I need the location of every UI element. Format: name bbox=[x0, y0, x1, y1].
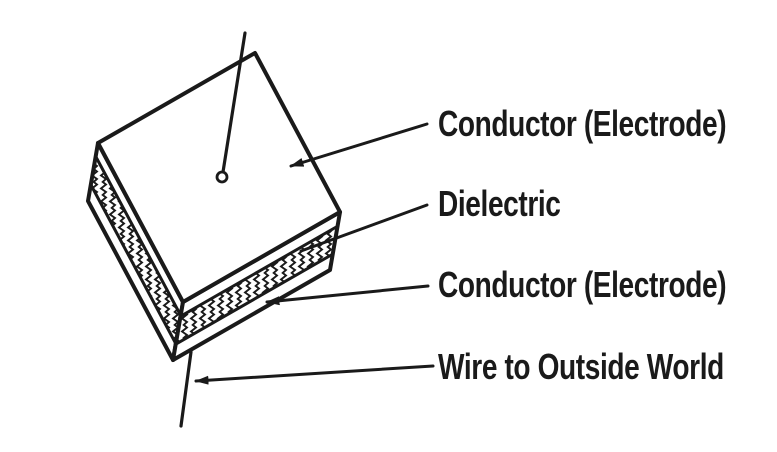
wire-terminal-circle bbox=[215, 170, 229, 184]
wire-upper-segment bbox=[221, 31, 247, 174]
label-dielectric: Dielectric bbox=[438, 183, 561, 224]
dielectric-bottom-boundary bbox=[89, 184, 334, 347]
dielectric-hatch-left bbox=[91, 157, 181, 344]
wire bbox=[179, 31, 247, 428]
wire-lower-segment bbox=[179, 350, 193, 428]
leader-dielectric bbox=[299, 203, 429, 253]
leader-lines bbox=[194, 122, 435, 385]
label-wire-to-outside-world: Wire to Outside World bbox=[438, 346, 724, 387]
label-conductor-top: Conductor (Electrode) bbox=[438, 103, 727, 144]
leader-wire bbox=[194, 364, 435, 385]
dielectric-layer bbox=[89, 156, 339, 347]
leader-conductor-top bbox=[289, 122, 429, 168]
dielectric-hatch-right bbox=[176, 226, 338, 344]
label-conductor-bottom: Conductor (Electrode) bbox=[438, 264, 727, 305]
dielectric-top-boundary bbox=[94, 156, 339, 319]
leader-conductor-bottom bbox=[265, 284, 430, 306]
